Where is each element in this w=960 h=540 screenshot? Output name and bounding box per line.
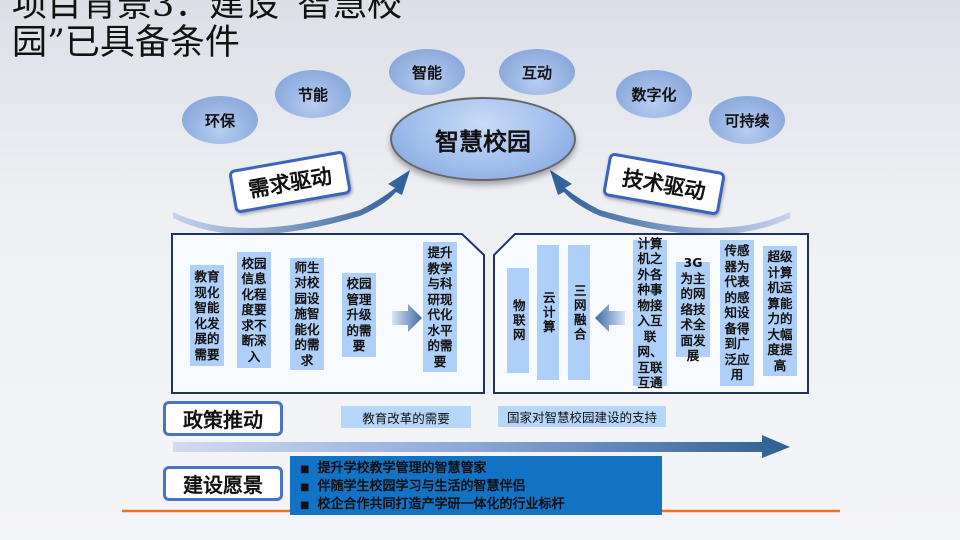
demand-item: 校园信息化程度要求不断深入 bbox=[237, 252, 271, 368]
demand-item: 教育现化智能化发展的需要 bbox=[190, 265, 224, 366]
tech-result: 三网融合 bbox=[568, 245, 590, 380]
vision-item: 伴随学生校园学习与生活的智慧伴侣 bbox=[300, 478, 662, 496]
policy-item: 教育改革的需要 bbox=[341, 406, 471, 428]
demand-item: 师生对校园设施智能化的需求 bbox=[290, 258, 324, 370]
feature-bubble: 互动 bbox=[499, 49, 575, 95]
tech-item: 超级计算机运算能力的大幅度提高 bbox=[763, 246, 797, 376]
tech-item: 传感器为代表的感知设备得到广泛应用 bbox=[720, 240, 754, 386]
tech-item: 计算机之外各种事物接入互联网、互联互通 bbox=[633, 236, 667, 390]
vision-list: 提升学校教学管理的智慧管家 伴随学生校园学习与生活的智慧伴侣 校企合作共同打造产… bbox=[290, 456, 662, 515]
smart-campus-center: 智慧校园 bbox=[390, 97, 576, 181]
feature-bubble: 智能 bbox=[389, 49, 465, 95]
tech-result: 云计算 bbox=[537, 245, 559, 380]
demand-result: 提升教学与科研现代化水平的需要 bbox=[423, 242, 457, 372]
feature-bubble: 节能 bbox=[275, 70, 351, 118]
policy-label: 政策推动 bbox=[163, 401, 283, 436]
slide-title: 项目背景3：建设“智慧校园”已具备条件 bbox=[12, 0, 403, 63]
vision-item: 提升学校教学管理的智慧管家 bbox=[300, 460, 662, 478]
feature-bubble: 可持续 bbox=[709, 96, 785, 144]
vision-label: 建设愿景 bbox=[163, 466, 283, 501]
demand-item: 校园管理升级的需要 bbox=[342, 273, 376, 357]
tech-result: 物联网 bbox=[507, 268, 529, 373]
tech-item: 3G为主的网络技术全面发展 bbox=[676, 255, 710, 363]
feature-bubble: 环保 bbox=[182, 96, 258, 144]
feature-bubble: 数字化 bbox=[616, 70, 692, 118]
vision-item: 校企合作共同打造产学研一体化的行业标杆 bbox=[300, 496, 662, 514]
policy-item: 国家对智慧校园建设的支持 bbox=[498, 406, 666, 427]
